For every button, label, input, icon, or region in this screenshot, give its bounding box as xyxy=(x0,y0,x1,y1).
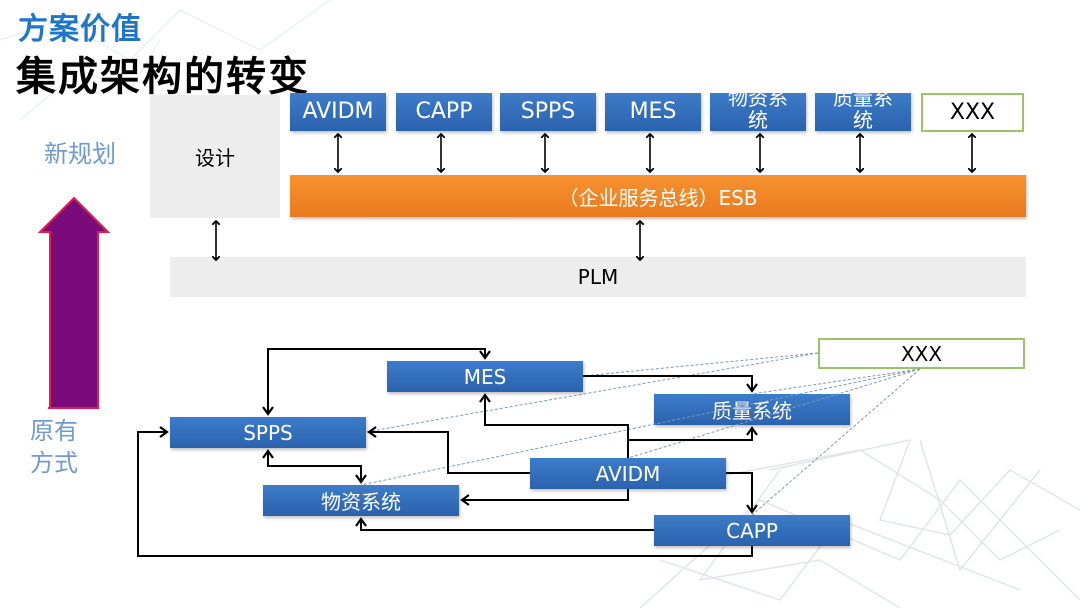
old-system-quality: 质量系统 xyxy=(654,394,850,425)
design-label: 设计 xyxy=(195,146,235,170)
system-label: AVIDM xyxy=(302,99,374,124)
system-box-spps: SPPS xyxy=(500,93,596,131)
system-label: CAPP xyxy=(415,99,473,124)
plm-bar: PLM xyxy=(170,257,1026,297)
system-label: 质量系统 xyxy=(833,93,893,131)
system-label: 物资系统 xyxy=(321,490,401,514)
esb-label: （企业服务总线）ESB xyxy=(558,185,758,210)
esb-bar: （企业服务总线）ESB xyxy=(290,175,1026,217)
system-label: SPPS xyxy=(243,420,293,445)
system-label: 物资系统 xyxy=(728,93,788,131)
old-system-avidm: AVIDM xyxy=(530,458,726,489)
old-system-xxx: XXX xyxy=(818,338,1025,369)
system-box-quality: 质量系统 xyxy=(815,93,911,131)
slide-title: 集成架构的转变 xyxy=(16,54,310,100)
old-way-label-line1: 原有 xyxy=(30,417,78,445)
old-system-capp: CAPP xyxy=(654,515,850,546)
system-label: SPPS xyxy=(520,99,576,124)
system-box-avidm: AVIDM xyxy=(290,93,386,131)
system-label: AVIDM xyxy=(595,461,661,486)
slide-subtitle: 方案价值 xyxy=(18,12,142,47)
system-box-material: 物资系统 xyxy=(710,93,806,131)
system-label: MES xyxy=(629,99,677,124)
system-label: CAPP xyxy=(726,518,778,543)
new-plan-label: 新规划 xyxy=(44,140,116,168)
system-box-capp: CAPP xyxy=(396,93,492,131)
system-label: XXX xyxy=(900,341,943,366)
system-box-mes: MES xyxy=(605,93,701,131)
old-system-material: 物资系统 xyxy=(263,485,459,516)
system-label: MES xyxy=(463,364,507,389)
system-box-xxx: XXX xyxy=(921,93,1024,132)
old-system-spps: SPPS xyxy=(170,417,366,448)
design-box: 设计 xyxy=(150,95,280,218)
old-system-mes: MES xyxy=(387,361,583,392)
old-way-label-line2: 方式 xyxy=(30,449,78,477)
plm-label: PLM xyxy=(577,265,619,289)
system-label: XXX xyxy=(949,99,996,125)
system-label: 质量系统 xyxy=(712,399,792,423)
